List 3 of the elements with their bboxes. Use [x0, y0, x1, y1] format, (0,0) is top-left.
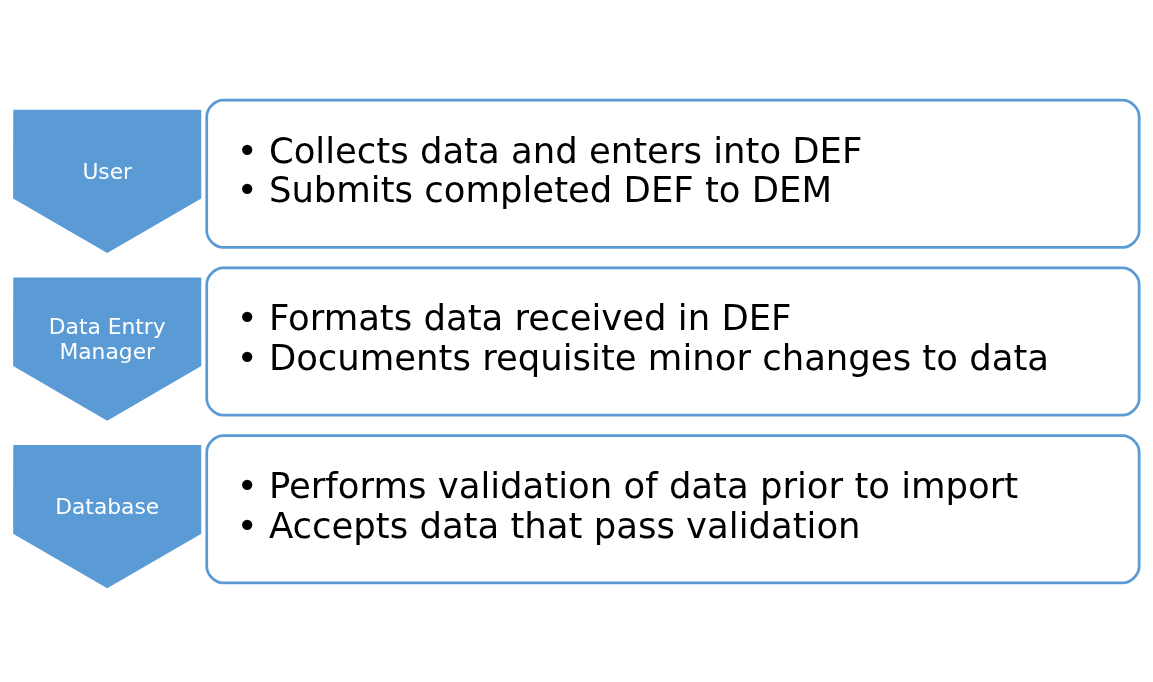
- node-box: • Collects data and enters into DEF • Submits completed DEF to DEM: [205, 98, 1141, 249]
- node-box: • Performs validation of data prior to import • Accepts data that pass validation: [205, 433, 1141, 584]
- node-box: • Formats data received in DEF • Documents requisite minor changes to data: [205, 266, 1141, 416]
